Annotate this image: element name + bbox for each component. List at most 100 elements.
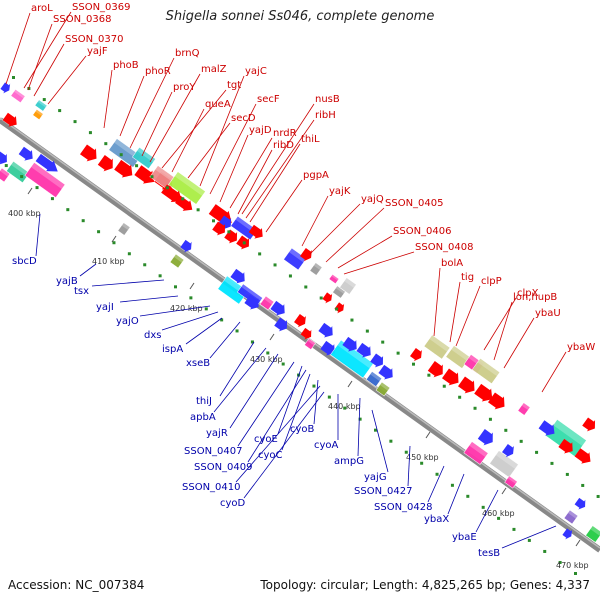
track-dot [181, 197, 185, 201]
genome-backbone [0, 117, 600, 553]
label-leader [229, 353, 279, 429]
gene-feature [24, 162, 66, 198]
label-leader [235, 385, 321, 483]
gene-feature [300, 248, 312, 262]
kbp-tick-mark [27, 187, 33, 195]
label-leader [337, 235, 393, 269]
label-leader [91, 279, 165, 287]
gene-feature [0, 167, 11, 183]
gene-label: ribH [315, 110, 336, 121]
gene-feature [134, 165, 155, 184]
track-dot [550, 461, 554, 465]
gene-feature [517, 402, 531, 416]
gene-feature [502, 444, 514, 458]
label-leader [493, 301, 513, 361]
gene-label: yajD [249, 125, 272, 136]
track-dot [535, 450, 539, 454]
track-dot [427, 373, 431, 377]
gene-label: ybaU [535, 308, 561, 319]
kbp-tick-mark [269, 333, 275, 341]
track-dot [143, 263, 147, 267]
gene-feature [477, 429, 493, 446]
gene-label: yajF [87, 46, 108, 57]
gene-feature [283, 247, 307, 271]
track-dot [458, 395, 462, 399]
track-dot [20, 175, 24, 179]
track-dot [42, 98, 46, 102]
gene-label: tesB [478, 548, 500, 559]
gene-feature [585, 525, 600, 543]
label-leader [427, 465, 445, 503]
label-leader [407, 445, 411, 487]
gene-feature [334, 302, 345, 314]
gene-feature [168, 171, 206, 205]
gene-feature [562, 528, 573, 540]
gene-feature [0, 151, 7, 165]
gene-feature [18, 146, 33, 161]
label-leader [229, 137, 273, 209]
gene-label: dxs [144, 330, 161, 341]
gene-label: SSON_0369 [72, 2, 131, 13]
track-dot [189, 296, 193, 300]
gene-label: nrdR [273, 128, 297, 139]
track-dot [512, 527, 516, 531]
gene-feature [538, 420, 555, 436]
track-dot [358, 417, 362, 421]
gene-label: SSON_0408 [415, 242, 474, 253]
gene-label: proY [173, 82, 196, 93]
gene-label: yajR [206, 428, 228, 439]
track-dot [497, 516, 501, 520]
gene-label: brnQ [175, 48, 200, 59]
label-leader [237, 149, 273, 215]
track-dot [420, 461, 424, 465]
track-dot [504, 428, 508, 432]
gene-label: cyoB [290, 424, 315, 435]
gene-feature [328, 273, 340, 285]
gene-feature [169, 253, 185, 269]
gene-feature [442, 368, 459, 386]
track-dot [58, 109, 62, 113]
gene-label: SSON_0368 [53, 14, 112, 25]
track-dot [66, 208, 70, 212]
label-leader [309, 203, 361, 255]
track-dot [258, 252, 262, 256]
gene-feature [270, 300, 285, 316]
gene-feature [114, 159, 133, 178]
track-dot [281, 362, 285, 366]
gene-feature [218, 215, 232, 230]
gene-feature [304, 338, 316, 350]
label-leader [357, 397, 361, 457]
gene-feature [322, 292, 333, 304]
gene-label: ybaW [567, 342, 595, 353]
label-leader [149, 73, 201, 163]
label-leader [541, 351, 567, 393]
track-dot [442, 384, 446, 388]
gene-feature [445, 345, 471, 369]
track-dot [227, 230, 231, 234]
label-leader [455, 285, 481, 347]
track-dot [135, 164, 139, 168]
gene-feature [236, 235, 250, 250]
label-leader [219, 341, 255, 397]
label-leader [249, 143, 301, 223]
track-dot [319, 296, 323, 300]
track-dot [473, 406, 477, 410]
track-dot [596, 494, 600, 498]
label-leader [103, 69, 113, 129]
kbp-tick-mark [501, 487, 507, 495]
label-leader [371, 409, 389, 473]
kbp-tick-mark [575, 539, 581, 547]
track-dot [527, 538, 531, 542]
gene-feature [244, 294, 259, 310]
track-dot [165, 186, 169, 190]
gene-label: thiJ [196, 396, 212, 407]
label-leader [139, 305, 211, 317]
gene-feature [558, 438, 573, 454]
label-leader [119, 75, 145, 137]
gene-feature [474, 383, 493, 402]
gene-label: SSON_0405 [385, 198, 444, 209]
track-dot [212, 219, 215, 223]
track-dot [12, 76, 15, 79]
gene-label: cyoE [254, 434, 278, 445]
